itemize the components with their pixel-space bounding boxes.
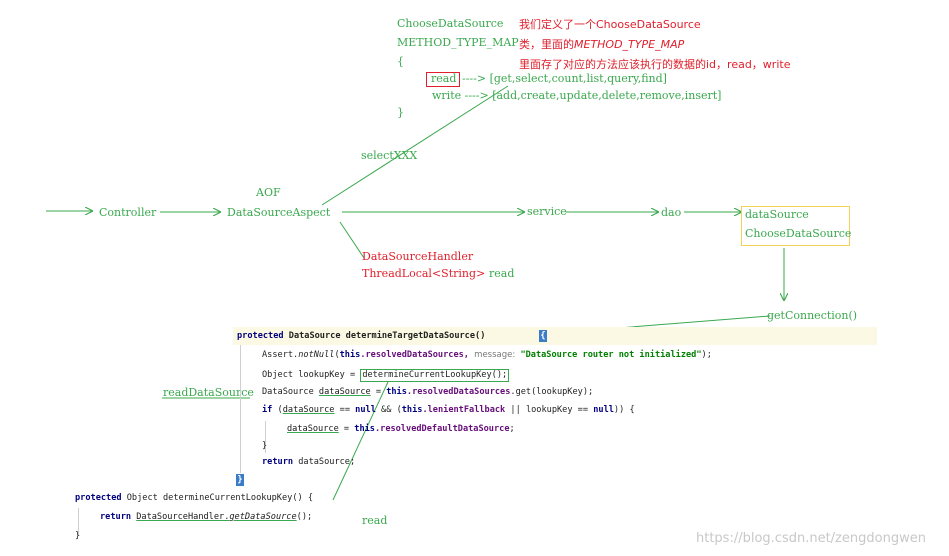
method-signature: protected Object determineCurrentLookupK… bbox=[75, 493, 314, 503]
note-line-3: 里面存了对应的方法应该执行的数据的id，read，write bbox=[519, 58, 791, 71]
label-read-threadlocal: read bbox=[489, 267, 515, 280]
code-line-5: if (dataSource == null && (this.lenientF… bbox=[262, 405, 635, 415]
code-current-line-highlight bbox=[233, 327, 877, 345]
code-line-3: Object lookupKey = determineCurrentLooku… bbox=[262, 369, 510, 382]
code-line-4: DataSource dataSource = this.resolvedDat… bbox=[262, 387, 594, 397]
method-indent-guide bbox=[78, 508, 79, 536]
watermark: https://blog.csdn.net/zengdongwen bbox=[696, 531, 926, 546]
label-getconnection: getConnection() bbox=[767, 309, 858, 322]
map-close-brace: } bbox=[397, 106, 404, 119]
node-handler: DataSourceHandler bbox=[362, 250, 474, 263]
node-datasource: dataSource bbox=[745, 208, 809, 221]
map-open-brace: { bbox=[397, 55, 404, 68]
method-return: return DataSourceHandler.getDataSource()… bbox=[100, 512, 313, 522]
node-dao: dao bbox=[661, 206, 682, 219]
read-key: read bbox=[431, 72, 457, 85]
node-threadlocal: ThreadLocal<String> bbox=[362, 267, 486, 280]
method-close-brace: } bbox=[75, 531, 81, 541]
line-lookup-to-return bbox=[332, 381, 389, 501]
code-indent-guide-inner bbox=[265, 421, 266, 453]
method-map-title: METHOD_TYPE_MAP bbox=[397, 36, 519, 49]
node-choose-datasource: ChooseDataSource bbox=[745, 227, 852, 240]
code-line-6: dataSource = this.resolvedDefaultDataSou… bbox=[287, 424, 515, 434]
note-line-2: 类，里面的METHOD_TYPE_MAP bbox=[519, 38, 685, 51]
write-mapping: write ----> [add,create,update,delete,re… bbox=[432, 89, 722, 102]
label-selectxxx: selectXXX bbox=[361, 149, 418, 162]
read-mapping: ----> [get,select,count,list,query,find] bbox=[462, 72, 667, 85]
code-brace-close: } bbox=[236, 474, 244, 486]
label-read-bottom: read bbox=[362, 514, 388, 527]
code-indent-guide bbox=[240, 345, 241, 473]
code-line-8: return dataSource; bbox=[262, 457, 356, 467]
read-key-box bbox=[426, 72, 460, 87]
label-aop: AOF bbox=[256, 186, 281, 199]
code-brace-open: { bbox=[539, 330, 547, 342]
label-read-datasource: readDataSource bbox=[163, 386, 254, 399]
node-service: service bbox=[527, 205, 567, 218]
node-datasource-aspect: DataSourceAspect bbox=[227, 206, 331, 219]
choose-ds-title: ChooseDataSource bbox=[397, 17, 504, 30]
note-line-1: 我们定义了一个ChooseDataSource bbox=[519, 18, 701, 31]
code-line-7: } bbox=[262, 441, 268, 451]
code-line-2: Assert.notNull(this.resolvedDataSources,… bbox=[262, 350, 712, 360]
node-controller: Controller bbox=[99, 206, 157, 219]
line-aspect-to-handler bbox=[339, 221, 365, 259]
line-aspect-to-read bbox=[321, 85, 509, 206]
datasource-box bbox=[741, 206, 850, 246]
code-line-1: protected DataSource determineTargetData… bbox=[237, 331, 486, 341]
